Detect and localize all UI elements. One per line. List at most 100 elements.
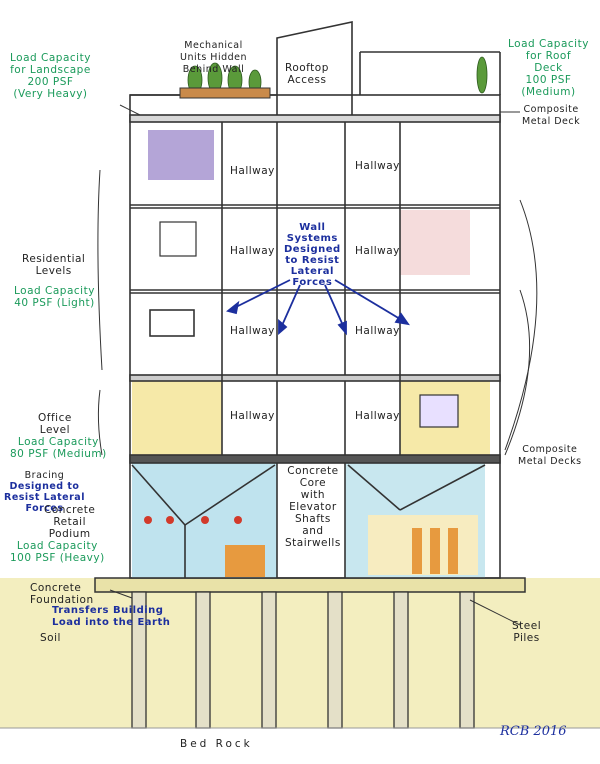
text-line: (Medium) bbox=[521, 86, 576, 98]
text-line: Load into the Earth bbox=[52, 617, 171, 628]
soil-layer bbox=[0, 578, 600, 728]
text-line: 40 PSF (Light) bbox=[14, 297, 95, 309]
rooftop-plants bbox=[187, 56, 488, 95]
label-bedrock: Bed Rock bbox=[180, 738, 253, 750]
hallway-label: Hallway bbox=[230, 325, 275, 337]
label-concrete-core: Concrete Core with Elevator Shafts and S… bbox=[285, 465, 341, 549]
label-concrete-retail: Concrete Retail Podium bbox=[44, 504, 95, 540]
label-mechanical: Mechanical Units Hidden Behind Wall bbox=[180, 40, 247, 76]
text-line: 80 PSF (Medium) bbox=[10, 448, 107, 460]
tv-screen bbox=[149, 309, 195, 337]
text-line: Shafts bbox=[294, 513, 331, 525]
text-line: Elevator bbox=[289, 501, 337, 513]
hallway-label: Hallway bbox=[230, 245, 275, 257]
text-line: Retail bbox=[53, 516, 86, 528]
text-line: 100 PSF bbox=[525, 74, 572, 86]
text-line: Concrete bbox=[44, 504, 96, 516]
leader-lines bbox=[97, 104, 538, 626]
text-line: Load Capacity bbox=[14, 285, 95, 297]
text-line: (Very Heavy) bbox=[13, 88, 88, 100]
text-line: Levels bbox=[35, 265, 72, 277]
text-line: Forces bbox=[25, 503, 64, 514]
label-office: Office Level bbox=[38, 412, 72, 436]
text-line: Stairwells bbox=[285, 537, 341, 549]
hallway-label: Hallway bbox=[355, 325, 400, 337]
label-composite-deck-top: Composite Metal Deck bbox=[522, 104, 580, 128]
office-artwork bbox=[419, 394, 459, 428]
text-line: Designed bbox=[284, 244, 341, 255]
window-box bbox=[159, 221, 197, 257]
text-line: Mechanical bbox=[184, 40, 243, 51]
text-line: Wall bbox=[299, 222, 326, 233]
planter-box bbox=[179, 87, 271, 99]
text-line: Units Hidden bbox=[180, 52, 248, 63]
text-line: 200 PSF bbox=[27, 76, 74, 88]
label-load-landscape: Load Capacity for Landscape 200 PSF (Ver… bbox=[10, 52, 91, 100]
text-line: Composite bbox=[523, 104, 579, 115]
text-line: Foundation bbox=[30, 594, 94, 606]
text-line: Steel bbox=[512, 620, 542, 632]
text-line: for Landscape bbox=[10, 64, 91, 76]
text-line: Transfers Building bbox=[52, 605, 164, 616]
text-line: Load Capacity bbox=[17, 436, 99, 448]
label-residential-load: Load Capacity 40 PSF (Light) bbox=[14, 285, 95, 309]
text-line: Forces bbox=[292, 277, 333, 288]
foundation-slab bbox=[94, 577, 526, 593]
text-line: Core bbox=[299, 477, 327, 489]
wall-system-arrows bbox=[226, 279, 410, 336]
text-line: Lateral bbox=[290, 266, 334, 277]
text-line: Designed to bbox=[9, 481, 80, 492]
retail-shop-right bbox=[368, 515, 478, 575]
label-retail-load: Load Capacity 100 PSF (Heavy) bbox=[10, 540, 105, 564]
text-line: Level bbox=[39, 424, 71, 436]
label-rooftop-access: Rooftop Access bbox=[285, 62, 329, 86]
text-line: Deck bbox=[534, 62, 563, 74]
text-line: Access bbox=[287, 74, 327, 86]
text-line: with bbox=[300, 489, 326, 501]
artist-signature: RCB 2016 bbox=[500, 724, 567, 739]
label-load-roof: Load Capacity for Roof Deck 100 PSF (Med… bbox=[508, 38, 589, 98]
text-line: Podium bbox=[48, 528, 91, 540]
text-line: Residential bbox=[22, 253, 86, 265]
label-office-load: Load Capacity 80 PSF (Medium) bbox=[10, 436, 107, 460]
text-line: Resist Lateral bbox=[4, 492, 85, 503]
label-residential: Residential Levels bbox=[22, 253, 85, 277]
pink-room bbox=[400, 210, 470, 275]
text-line: Concrete bbox=[30, 582, 82, 594]
label-composite-decks: Composite Metal Decks bbox=[518, 444, 582, 468]
label-wall-systems: Wall Systems Designed to Resist Lateral … bbox=[284, 222, 341, 288]
hallway-label: Hallway bbox=[355, 245, 400, 257]
text-line: Rooftop bbox=[285, 62, 329, 74]
label-bracing: Bracing Designed to Resist Lateral Force… bbox=[4, 470, 85, 514]
text-line: Load Capacity bbox=[10, 52, 91, 64]
text-line: Piles bbox=[513, 632, 540, 644]
label-soil: Soil bbox=[40, 632, 61, 644]
steel-piles bbox=[131, 591, 475, 729]
hallway-label: Hallway bbox=[230, 410, 275, 422]
label-foundation: Concrete Foundation bbox=[30, 582, 94, 606]
purple-room bbox=[148, 130, 214, 180]
text-line: Concrete bbox=[287, 465, 339, 477]
label-steel-piles: Steel Piles bbox=[512, 620, 541, 644]
text-line: Composite bbox=[522, 444, 578, 455]
office-glow-left bbox=[132, 380, 222, 455]
text-line: Behind Wall bbox=[182, 64, 245, 75]
text-line: for Roof bbox=[525, 50, 572, 62]
hallway-label: Hallway bbox=[230, 165, 275, 177]
text-line: and bbox=[302, 525, 324, 537]
text-line: Load Capacity bbox=[16, 540, 98, 552]
label-transfers: Transfers Building Load into the Earth bbox=[52, 605, 170, 629]
text-line: Metal Decks bbox=[518, 456, 582, 467]
building-frame bbox=[129, 21, 501, 579]
text-line: Load Capacity bbox=[508, 38, 589, 50]
text-line: to Resist bbox=[285, 255, 340, 266]
pendant-lamps bbox=[144, 516, 458, 577]
text-line: Bracing bbox=[24, 470, 65, 481]
text-line: Systems bbox=[286, 233, 338, 244]
hallway-label: Hallway bbox=[355, 410, 400, 422]
text-line: 100 PSF (Heavy) bbox=[10, 552, 105, 564]
text-line: Office bbox=[38, 412, 72, 424]
hallway-label: Hallway bbox=[355, 160, 400, 172]
